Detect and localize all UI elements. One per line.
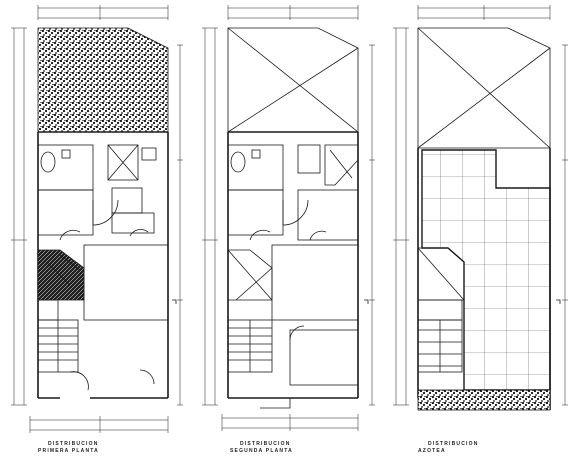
plan-title-line1: DISTRIBUCION (48, 441, 99, 447)
kitchen (107, 144, 139, 181)
plan-azotea (393, 5, 568, 411)
stair-icon (37, 319, 79, 373)
bathtub-icon (230, 151, 246, 173)
bathtub-icon (40, 151, 56, 173)
plan-title-line2: AZOTEA (418, 448, 446, 454)
stair-icon (417, 319, 463, 373)
plan-title-line1: DISTRIBUCION (428, 441, 479, 447)
section-marker-icon (556, 299, 561, 304)
plan-title-segunda: DISTRIBUCION SEGUNDA PLANTA (230, 441, 293, 455)
dining-room (111, 212, 155, 234)
plan-title-azotea: DISTRIBUCION AZOTEA (418, 441, 479, 455)
section-marker-icon (172, 299, 177, 304)
dimension-lines (202, 5, 375, 431)
plan-title-line2: SEGUNDA PLANTA (230, 448, 293, 454)
plan-primera-planta (11, 5, 183, 433)
plan-segunda-planta (202, 5, 375, 431)
bathroom (227, 144, 284, 191)
garden-area (37, 27, 169, 133)
bedroom (37, 189, 94, 236)
bedroom (289, 329, 359, 386)
sink-icon (61, 149, 71, 159)
outer-walls (227, 131, 359, 399)
void-area (227, 27, 359, 133)
dimension-lines (11, 5, 183, 433)
bathroom (37, 144, 94, 191)
plan-title-line1: DISTRIBUCION (240, 441, 291, 447)
plan-title-line2: PRIMERA PLANTA (38, 448, 99, 454)
stair-hatch (37, 249, 85, 301)
plan-title-primera: DISTRIBUCION PRIMERA PLANTA (38, 441, 99, 455)
parapet-hatch (417, 389, 551, 411)
bedroom (227, 189, 284, 236)
stair-icon (227, 319, 273, 373)
section-marker-icon (364, 299, 369, 304)
dimension-lines (393, 5, 568, 406)
door-swing-icon (92, 199, 119, 226)
bedroom (297, 189, 359, 241)
living-room (83, 244, 169, 321)
void-area (417, 27, 551, 149)
family-room (271, 244, 359, 321)
